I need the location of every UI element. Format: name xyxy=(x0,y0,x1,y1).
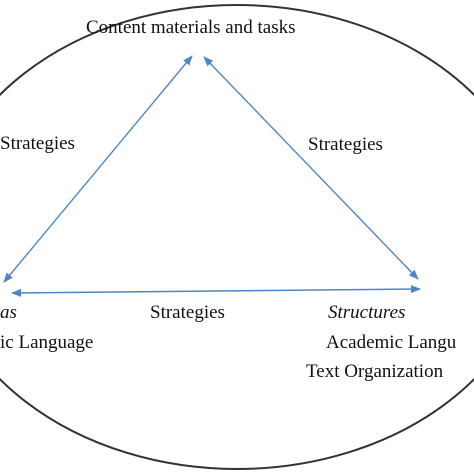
arrow-left-to-top xyxy=(3,55,193,283)
right-node-line-2: Text Organization xyxy=(306,361,444,382)
bottom-edge-label: Strategies xyxy=(150,302,225,323)
right-node-heading: Structures xyxy=(328,302,406,323)
left-node-line: ic Language xyxy=(0,332,94,353)
outer-ellipse xyxy=(0,4,474,470)
left-edge-label: Strategies xyxy=(0,133,75,154)
right-node-line-1: Academic Langu xyxy=(326,332,457,353)
arrow-left-to-right xyxy=(11,285,421,297)
arrow-top-to-right xyxy=(203,56,419,280)
right-edge-label: Strategies xyxy=(308,134,383,155)
left-node-heading: as xyxy=(0,302,17,323)
top-node-label: Content materials and tasks xyxy=(86,17,296,38)
